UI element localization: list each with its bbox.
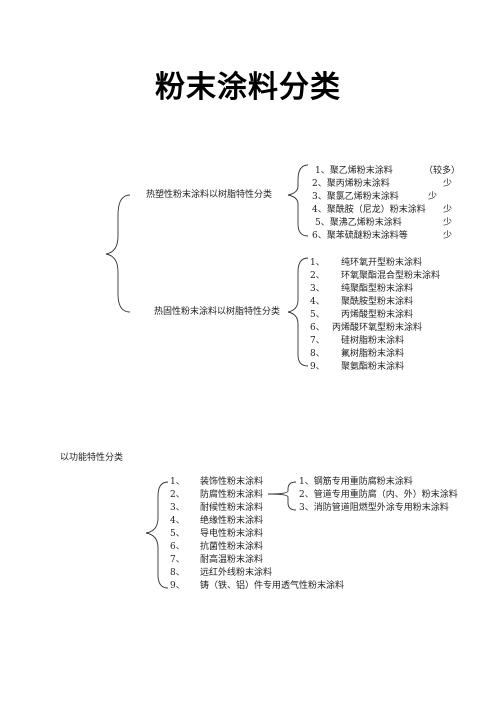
list-item: 耐高温粉末涂料 [200, 555, 264, 565]
list-item-note: （较多） [424, 166, 461, 176]
list-item: 纯环氧开型粉末涂料 [341, 258, 423, 268]
list-item: 绝缘性粉末涂料 [200, 516, 264, 526]
list-item: 6、聚苯硫醚粉末涂料等 [312, 231, 408, 241]
list-item-number: 7、 [170, 555, 185, 565]
list-item-number: 5、 [170, 529, 185, 539]
list-item: 装饰性粉末涂料 [200, 477, 264, 487]
list-item: 2、聚丙烯粉末涂料 [312, 179, 390, 189]
list-item: 环氧聚酯混合型粉末涂料 [341, 271, 441, 281]
list-item: 铸（铁、铝）件专用透气性粉末涂料 [200, 581, 345, 591]
list-item-number: 4、 [310, 297, 325, 307]
list-item: 丙烯酸型粉末涂料 [341, 310, 414, 320]
list-item-number: 3、 [170, 503, 185, 513]
resin-section-brace [105, 194, 131, 313]
list-item: 导电性粉末涂料 [200, 529, 264, 539]
list-item-number: 6、 [310, 323, 325, 333]
list-item: 纯聚酯型粉末涂料 [341, 284, 414, 294]
list-item-note: 少 [428, 192, 438, 202]
thermosetting-label: 热固性粉末涂料以树脂特性分类 [154, 307, 281, 317]
anticorrosion-sub-item: 1、钢筋专用重防腐粉末涂料 [299, 477, 413, 487]
list-item: 耐候性粉末涂料 [200, 503, 264, 513]
page-title: 粉末涂料分类 [155, 70, 341, 105]
list-item-number: 9、 [170, 581, 185, 591]
list-item-number: 6、 [170, 542, 185, 552]
list-item-note: 少 [443, 179, 453, 189]
list-item-note: 少 [443, 205, 453, 215]
list-item-number: 5、 [310, 310, 325, 320]
anticorrosion-sub-item: 2、管道专用重防腐（内、外）粉末涂料 [299, 490, 458, 500]
list-item-note: 少 [443, 231, 453, 241]
list-item-note: 少 [443, 218, 453, 228]
list-item-number: 3、 [310, 284, 325, 294]
list-item-number: 2、 [310, 271, 325, 281]
list-item: 远红外线粉末涂料 [200, 568, 273, 578]
list-item: 聚氨酯粉末涂料 [341, 362, 405, 372]
list-item-number: 9、 [310, 362, 325, 372]
list-item-number: 1、 [170, 477, 185, 487]
list-item-number: 2、 [170, 490, 185, 500]
list-item: 1、聚乙烯粉末涂料 [315, 166, 393, 176]
thermoplastic-label: 热塑性粉末涂料以树脂特性分类 [146, 190, 273, 200]
list-item: 抗菌性粉末涂料 [200, 542, 264, 552]
list-item: 3、聚氯乙烯粉末涂料 [312, 192, 399, 202]
list-item-number: 1、 [310, 258, 325, 268]
function-section-label: 以功能特性分类 [60, 453, 124, 463]
list-item: 防腐性粉末涂料 [200, 490, 264, 500]
list-item-number: 7、 [310, 336, 325, 346]
thermoplastic-brace [287, 164, 309, 237]
list-item: 聚酰胺型粉末涂料 [341, 297, 414, 307]
list-item: 5、聚沸乙烯粉末涂料 [315, 218, 402, 228]
list-item: 氟树脂粉末涂料 [341, 349, 405, 359]
list-item-number: 8、 [170, 568, 185, 578]
list-item: 4、聚酰胺（尼龙）粉末涂料 [312, 205, 426, 215]
thermosetting-brace [287, 257, 309, 367]
function-brace [145, 481, 169, 589]
list-item-number: 8、 [310, 349, 325, 359]
anticorrosion-sub-item: 3、消防管道阻燃型外涂专用粉末涂料 [299, 503, 449, 513]
list-item-number: 4、 [170, 516, 185, 526]
list-item: 硅树脂粉末涂料 [341, 336, 405, 346]
list-item: 丙烯酸环氧型粉末涂料 [332, 323, 423, 333]
anticorrosion-brace [267, 481, 297, 511]
